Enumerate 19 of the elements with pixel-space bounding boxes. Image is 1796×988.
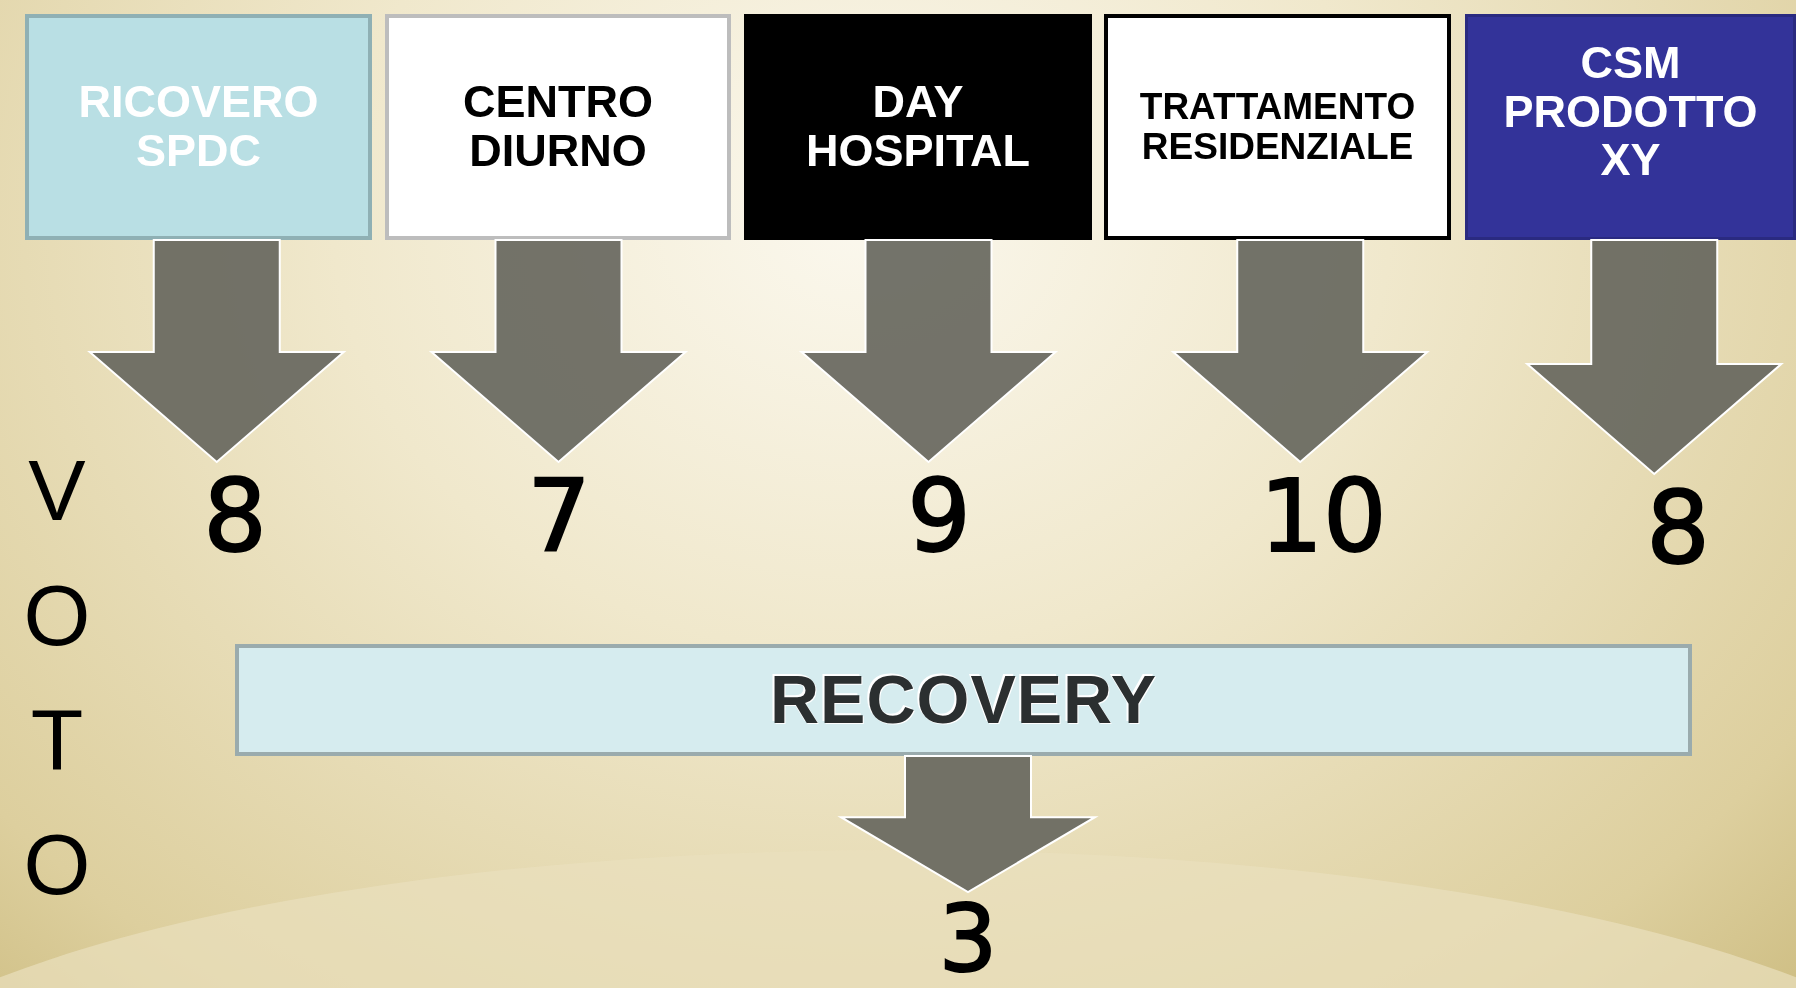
score-number: 8 <box>175 462 295 572</box>
block-arrow <box>428 239 689 464</box>
score-number: 9 <box>879 462 999 572</box>
service-box: RICOVERO SPDC <box>25 14 372 240</box>
service-box: DAY HOSPITAL <box>744 14 1092 240</box>
score-number: 7 <box>499 462 619 572</box>
service-box: TRATTAMENTO RESIDENZIALE <box>1104 14 1451 240</box>
vertical-label: VOTO <box>22 441 92 915</box>
service-box: CENTRO DIURNO <box>385 14 731 240</box>
score-number: 8 <box>1618 474 1738 584</box>
block-arrow <box>87 239 347 464</box>
service-box: CSM PRODOTTO XY <box>1465 14 1796 240</box>
score-number: 3 <box>918 892 1018 988</box>
block-arrow <box>1524 239 1784 476</box>
block-arrow <box>798 239 1059 464</box>
block-arrow <box>1170 239 1430 464</box>
recovery-band: RECOVERY <box>235 644 1692 756</box>
block-arrow <box>837 755 1099 894</box>
score-number: 10 <box>1238 462 1408 572</box>
